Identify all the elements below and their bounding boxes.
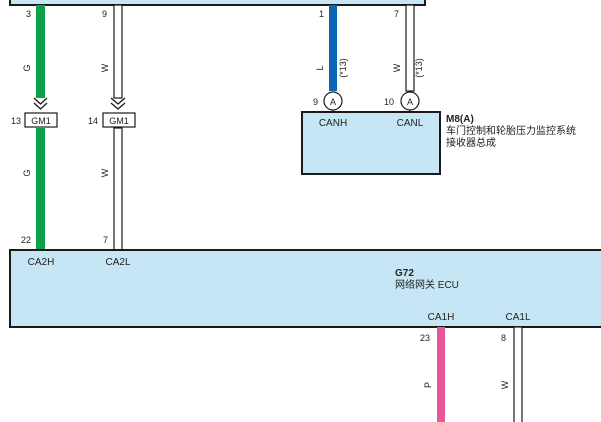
g72-ca2h-label: CA2H xyxy=(28,257,55,268)
g72-component-id: G72 xyxy=(395,268,414,279)
pin-number: 1 xyxy=(319,9,324,19)
pin-number: 7 xyxy=(394,9,399,19)
g72-ca2l-label: CA2L xyxy=(105,257,130,268)
g72-ca1l-label: CA1L xyxy=(505,312,530,323)
pin-number: 22 xyxy=(21,235,31,245)
pin-number: 9 xyxy=(313,97,318,107)
g72-component-box xyxy=(9,249,601,328)
m8-component-box xyxy=(301,111,441,175)
pin-number: 8 xyxy=(501,333,506,343)
wire-color-code: L xyxy=(315,65,325,70)
chevron-icon xyxy=(33,102,48,110)
m8-component-name: 车门控制和轮胎压力监控系统 xyxy=(446,124,576,137)
m8-canl-label: CANL xyxy=(397,118,424,129)
wire-color-code: W xyxy=(392,63,402,72)
chevron-icon xyxy=(33,97,48,105)
pin-number: 7 xyxy=(103,235,108,245)
gm1-connector-left xyxy=(24,112,58,128)
top-component-box xyxy=(9,0,426,6)
wire-color-code: G xyxy=(22,169,32,176)
gm1-label: GM1 xyxy=(31,116,51,126)
wire-w-lower xyxy=(113,127,123,251)
wire-note: (*13) xyxy=(414,58,424,78)
wire-color-code: W xyxy=(500,380,510,389)
wire-w-bottom xyxy=(513,326,523,422)
wire-color-code: W xyxy=(100,168,110,177)
wire-l-blue xyxy=(329,5,337,91)
m8-canh-label: CANH xyxy=(319,118,347,129)
pin-number: 10 xyxy=(384,97,394,107)
wire-g-lower xyxy=(36,128,45,250)
pin-number: 14 xyxy=(88,116,98,126)
connector-letter: A xyxy=(330,97,336,107)
pin-number: 23 xyxy=(420,333,430,343)
gm1-label: GM1 xyxy=(109,116,129,126)
g72-component-name: 网络网关 ECU xyxy=(395,278,459,291)
pin-number: 3 xyxy=(26,9,31,19)
wire-note: (*13) xyxy=(338,58,348,78)
chevron-icon xyxy=(110,97,126,105)
gm1-connector-right xyxy=(102,112,136,128)
chevron-icon xyxy=(110,102,126,110)
wire-g-upper xyxy=(36,5,45,98)
wire-w-upper xyxy=(113,4,123,99)
m8-component-id: M8(A) xyxy=(446,114,474,125)
connector-letter: A xyxy=(407,97,413,107)
pin-number: 9 xyxy=(102,9,107,19)
wire-w-can xyxy=(405,4,415,92)
wire-color-code: W xyxy=(100,63,110,72)
wire-color-code: G xyxy=(22,64,32,71)
wire-color-code: P xyxy=(423,382,433,388)
m8-component-name: 接收器总成 xyxy=(446,136,496,149)
pin-number: 13 xyxy=(11,116,21,126)
g72-ca1h-label: CA1H xyxy=(428,312,455,323)
wire-p-pink xyxy=(437,327,445,422)
